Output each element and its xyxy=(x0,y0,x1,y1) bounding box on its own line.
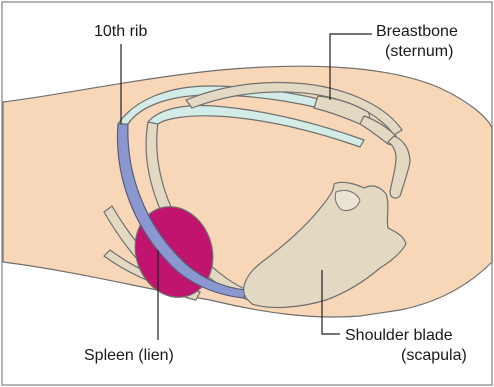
label-sternum: (sternum) xyxy=(385,43,453,60)
label-breastbone: Breastbone xyxy=(376,23,458,40)
label-spleen: Spleen (lien) xyxy=(84,347,174,364)
label-shoulder-blade: Shoulder blade xyxy=(345,327,453,344)
label-scapula: (scapula) xyxy=(401,347,467,364)
label-10th-rib: 10th rib xyxy=(94,23,147,40)
